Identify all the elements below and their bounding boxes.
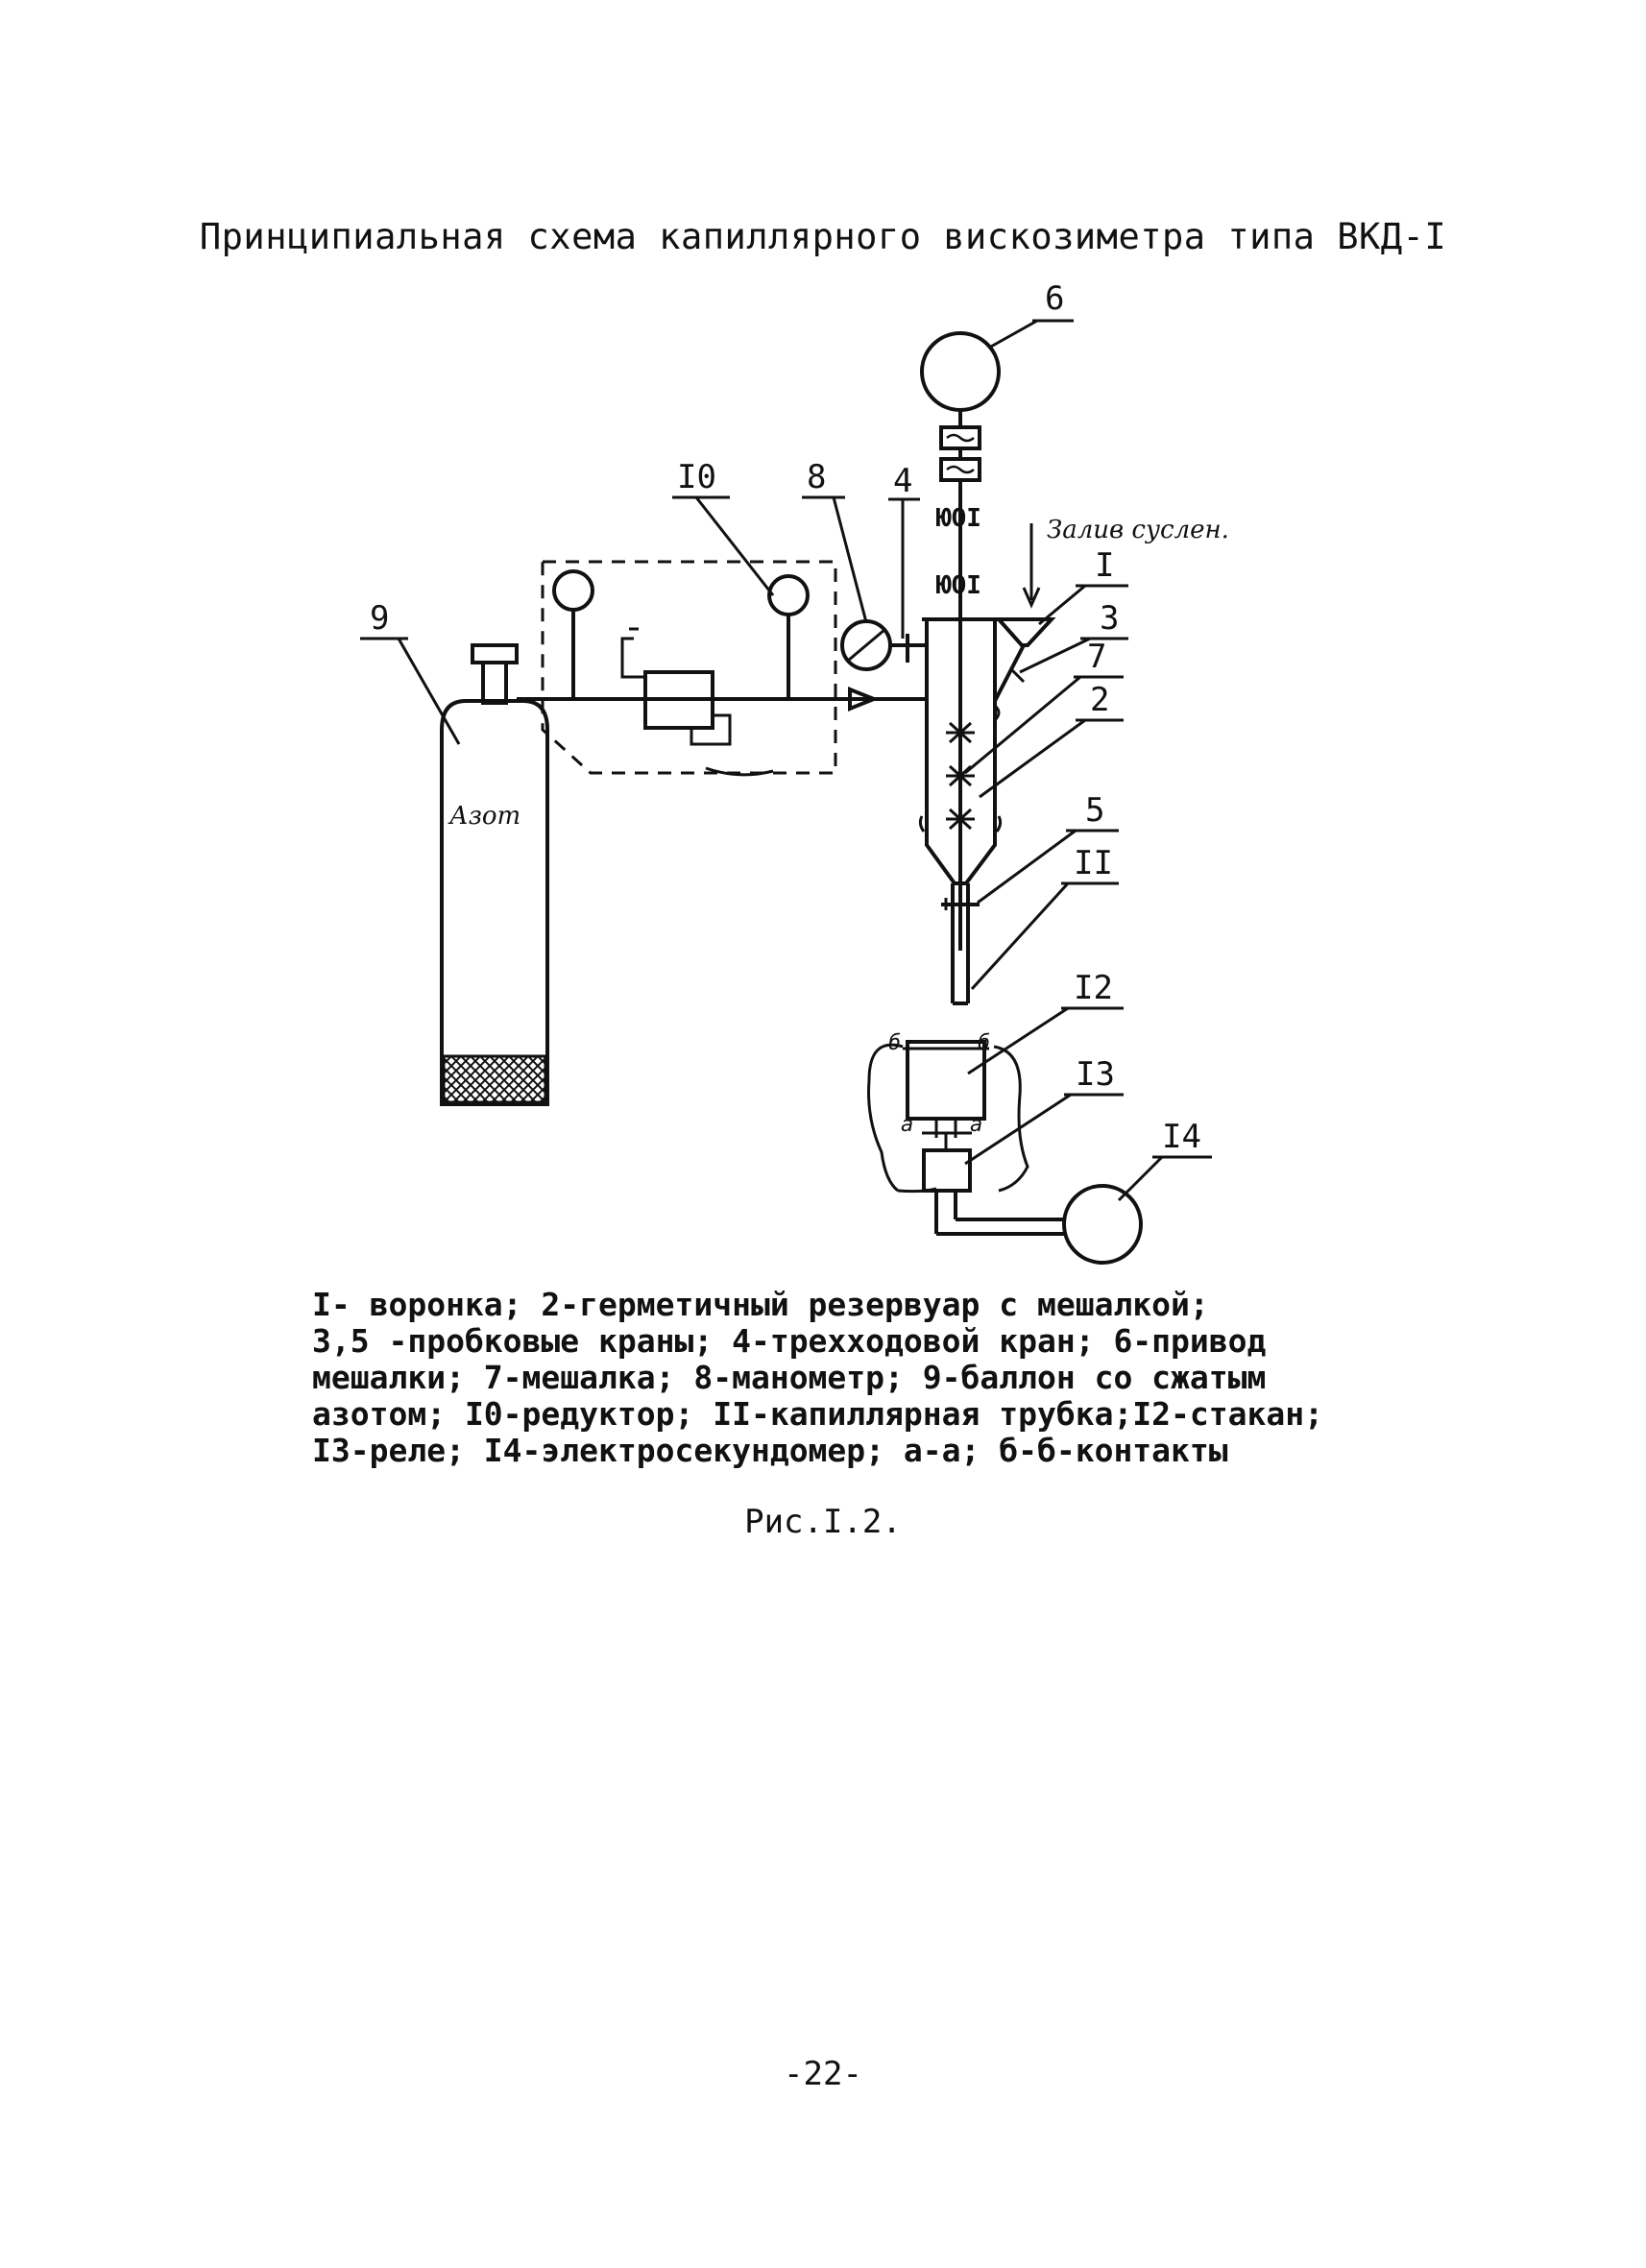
label-5: 5: [1085, 791, 1104, 830]
label-2: 2: [1090, 681, 1109, 719]
figure-caption: Рис.I.2.: [744, 1503, 902, 1541]
page-number: -22-: [784, 2055, 862, 2093]
stirrer-drive: ЮОІ ЮОІ: [920, 331, 1001, 951]
page-title: Принципиальная схема капиллярного вискоз…: [199, 216, 1447, 257]
contact-a-left: а: [901, 1113, 913, 1137]
funnel: [993, 617, 1056, 702]
svg-text:ЮОІ: ЮОІ: [936, 571, 981, 600]
label-1: I: [1095, 546, 1114, 585]
nitrogen-cylinder: Азот: [440, 643, 549, 1106]
legend-line: I- воронка; 2-герметичный резервуар с ме…: [312, 1286, 1209, 1323]
label-7: 7: [1087, 638, 1106, 676]
viscometer-schematic: Азот 9: [360, 279, 1229, 1265]
label-13: I3: [1076, 1055, 1115, 1094]
label-14: I4: [1162, 1118, 1201, 1156]
label-10: I0: [677, 458, 716, 496]
label-3: 3: [1100, 599, 1119, 638]
contact-a-right: а: [970, 1113, 982, 1137]
legend-line: азотом; I0-редуктор; II-капиллярная труб…: [312, 1395, 1323, 1433]
beaker-relay-circuit: б б а а: [867, 1031, 1143, 1265]
label-12: I2: [1074, 969, 1113, 1007]
label-9: 9: [370, 599, 389, 638]
label-6: 6: [1045, 279, 1064, 318]
label-8: 8: [807, 458, 826, 496]
contact-b-left: б: [888, 1031, 901, 1055]
legend-line: I3-реле; I4-электросекундомер; а-а; б-б-…: [312, 1432, 1228, 1469]
label-4: 4: [893, 462, 912, 500]
three-way-valve: [906, 634, 927, 663]
label-11: II: [1074, 844, 1113, 882]
contact-b-right: б: [978, 1031, 990, 1055]
legend-line: 3,5 -пробковые краны; 4-трехходовой кран…: [312, 1322, 1267, 1360]
svg-text:ЮОІ: ЮОІ: [936, 504, 981, 533]
manometer: [840, 619, 908, 671]
legend-line: мешалки; 7-мешалка; 8-манометр; 9-баллон…: [312, 1359, 1267, 1396]
reducer-assembly: [541, 560, 837, 777]
cylinder-label: Азот: [448, 802, 520, 831]
fill-note: Залив суслен.: [1047, 516, 1229, 544]
sealed-reservoir: [918, 617, 1003, 1005]
legend: I- воронка; 2-герметичный резервуар с ме…: [312, 1287, 1388, 1469]
